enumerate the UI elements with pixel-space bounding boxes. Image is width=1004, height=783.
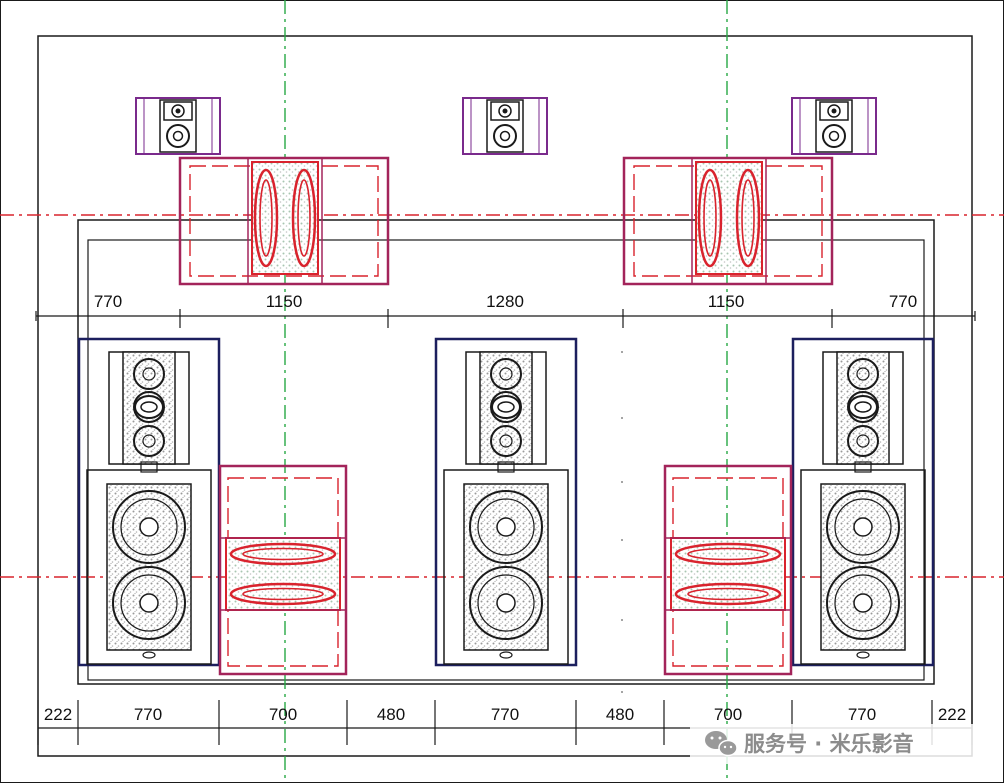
- surround-speaker: [462, 97, 548, 155]
- bottom-dim-label-9: 222: [938, 705, 966, 724]
- watermark-text: 服务号 · 米乐影音: [744, 732, 914, 756]
- bottom-dim-label-1: 222: [44, 705, 72, 724]
- bottom-dim-label-3: 700: [269, 705, 297, 724]
- top-dimension-line: [35, 309, 976, 328]
- reference-dots: [621, 351, 623, 693]
- top-dim-label-5: 770: [889, 292, 917, 311]
- bottom-dimension-labels: 222 770 700 480 770 480 700 770 222: [44, 705, 966, 724]
- bottom-dim-label-2: 770: [134, 705, 162, 724]
- wechat-icon: [705, 731, 738, 757]
- screen-inner-outline: [87, 239, 925, 681]
- upper-subwoofers: [178, 156, 834, 286]
- watermark: 服务号 · 米乐影音: [690, 724, 984, 764]
- main-speaker: [77, 337, 221, 667]
- bottom-dim-label-5: 770: [491, 705, 519, 724]
- top-dim-label-4: 1150: [708, 292, 745, 311]
- top-dimension-labels: 770 1150 1280 1150 770: [94, 292, 917, 311]
- bottom-dim-label-6: 480: [606, 705, 634, 724]
- surround-speaker: [135, 97, 221, 155]
- top-dim-label-3: 1280: [486, 292, 524, 311]
- room-outer-wall: [37, 35, 973, 757]
- bottom-dim-label-4: 480: [377, 705, 405, 724]
- surround-speakers: [135, 97, 877, 155]
- bottom-dim-label-8: 770: [848, 705, 876, 724]
- upper-subwoofer: [178, 156, 390, 286]
- top-dim-label-2: 1150: [266, 292, 303, 311]
- main-speakers: [77, 337, 935, 667]
- lower-subwoofer: [218, 464, 348, 676]
- lower-subwoofer: [663, 464, 793, 676]
- bottom-dim-label-7: 700: [714, 705, 742, 724]
- upper-subwoofer: [622, 156, 834, 286]
- surround-speaker: [791, 97, 877, 155]
- lower-subwoofers: [218, 464, 793, 676]
- top-dim-label-1: 770: [94, 292, 122, 311]
- main-speaker: [434, 337, 578, 667]
- main-speaker: [791, 337, 935, 667]
